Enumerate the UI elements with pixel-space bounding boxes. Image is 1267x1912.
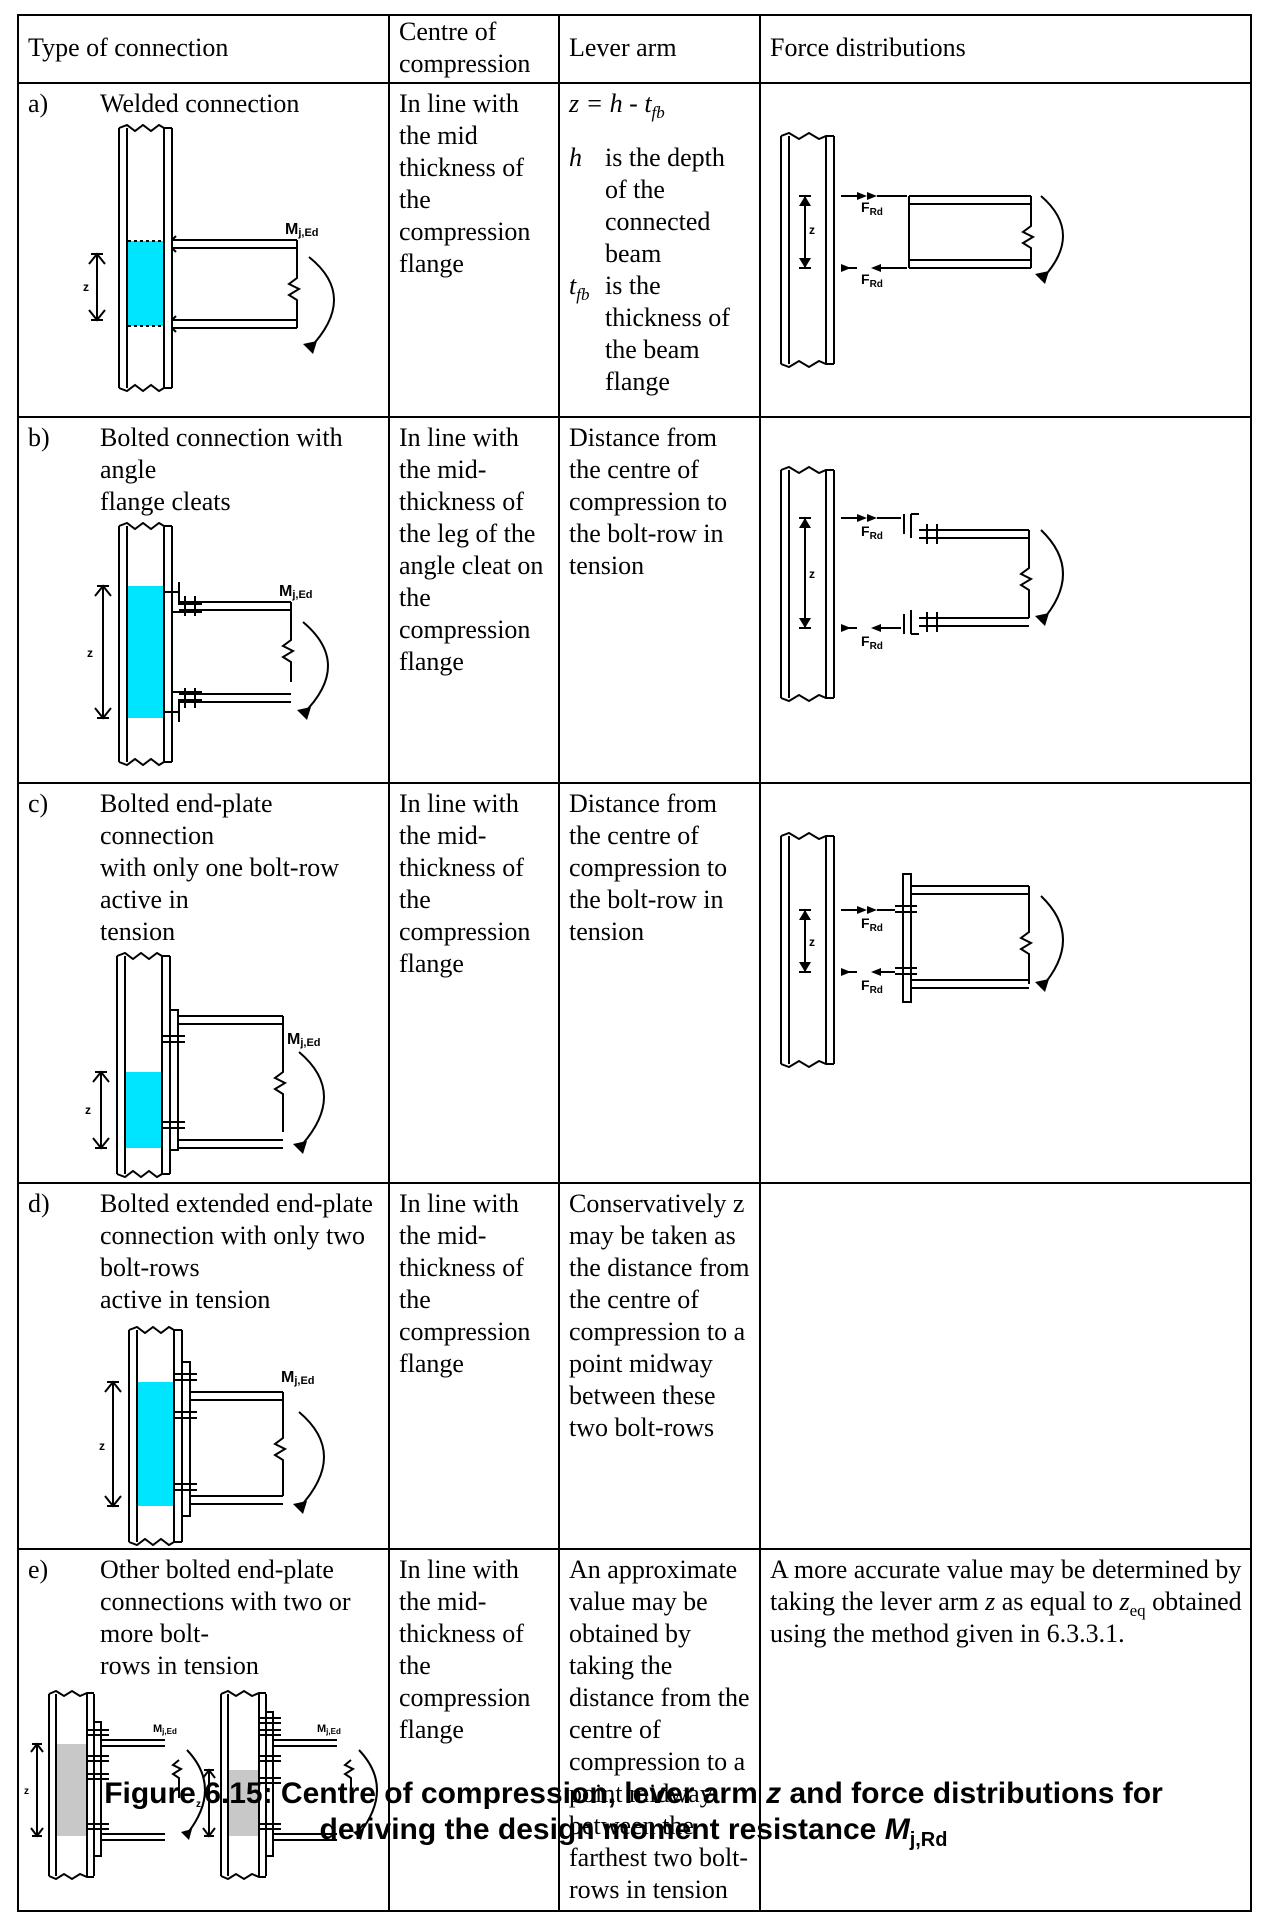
connection-table: Type of connection Centre of compression…	[17, 14, 1252, 1912]
end-plate-diagram: z Mj,Ed	[85, 952, 325, 1179]
moment-label: Mj,Ed	[281, 1369, 315, 1387]
force-note: A more accurate value may be determined …	[770, 1555, 1242, 1648]
cell-force-d	[759, 1182, 1252, 1550]
compression-zone	[138, 1382, 173, 1506]
compression-zone	[126, 1072, 161, 1148]
force-distribution-c: z FRd FRd	[780, 831, 1064, 1069]
force-distribution-a: z FRd FRd	[780, 131, 1064, 369]
force-label-bottom: FRd	[861, 977, 883, 996]
welded-connection-diagram: z Mj,Ed	[83, 124, 335, 393]
header-row: Type of connection Centre of compression…	[17, 14, 1252, 84]
z-label: z	[24, 1786, 29, 1797]
cell-force-c: z FRd FRd	[759, 782, 1252, 1184]
z-label: z	[809, 567, 815, 581]
row-letter: d)	[28, 1189, 50, 1218]
header-type: Type of connection	[17, 14, 390, 84]
header-force: Force distributions	[759, 14, 1252, 84]
z-label: z	[809, 935, 815, 949]
row-letter: e)	[28, 1555, 49, 1584]
cell-centre-c: In line with the mid-thickness of the co…	[388, 782, 560, 1184]
force-label-top: FRd	[861, 915, 883, 934]
caption-line-2: deriving the design moment resistance Mj…	[319, 1813, 948, 1851]
moment-label: Mj,Ed	[285, 221, 319, 239]
row-a-welded: a) Welded connection	[17, 82, 1252, 418]
force-label-top: FRd	[861, 199, 883, 218]
cell-centre-a: In line with the mid thickness of the co…	[388, 82, 560, 418]
compression-zone	[128, 241, 163, 326]
moment-label: Mj,Ed	[279, 583, 313, 601]
force-label-bottom: FRd	[861, 633, 883, 652]
cell-lever-c: Distance from the centre of compression …	[558, 782, 761, 1184]
cell-type-a: a) Welded connection	[17, 82, 390, 418]
row-letter: a)	[28, 89, 49, 118]
cell-lever-d: Conservatively z may be taken as the dis…	[558, 1182, 761, 1550]
cell-lever-b: Distance from the centre of compression …	[558, 416, 761, 784]
figure-caption: Figure 6.15: Centre of compression, leve…	[0, 1776, 1267, 1851]
row-letter: b)	[28, 423, 50, 452]
cell-centre-b: In line with the mid-thickness of the le…	[388, 416, 560, 784]
z-label: z	[85, 1103, 91, 1117]
z-label: z	[196, 1799, 201, 1810]
header-centre: Centre of compression	[388, 14, 560, 84]
cell-lever-e: An approximate value may be obtained by …	[558, 1548, 761, 1912]
row-letter: c)	[28, 789, 49, 818]
compression-zone	[229, 1770, 258, 1836]
force-distribution-b: z FRd FRd	[780, 465, 1064, 703]
header-lever: Lever arm	[558, 14, 761, 84]
extended-end-plate-diagram: z Mj,Ed	[99, 1325, 325, 1547]
moment-label: Mj,Ed	[317, 1723, 341, 1736]
z-label: z	[87, 646, 93, 660]
z-label: z	[83, 280, 89, 294]
cell-centre-e: In line with the mid-thickness of the co…	[388, 1548, 560, 1912]
z-label: z	[809, 223, 815, 237]
lever-formula: z = h - tfb	[569, 89, 665, 123]
moment-label: Mj,Ed	[153, 1723, 177, 1736]
cell-centre-d: In line with the mid-thickness of the co…	[388, 1182, 560, 1550]
cell-force-a: z FRd FRd	[759, 82, 1252, 418]
cell-force-b: z FRd FRd	[759, 416, 1252, 784]
cell-force-e: A more accurate value may be determined …	[759, 1548, 1252, 1912]
force-label-top: FRd	[861, 523, 883, 542]
angle-cleat-diagram: z Mj,Ed	[87, 522, 329, 767]
row-title: Welded connection	[100, 89, 300, 118]
force-label-bottom: FRd	[861, 271, 883, 290]
z-label: z	[99, 1439, 105, 1453]
compression-zone	[128, 586, 163, 718]
moment-label: Mj,Ed	[287, 1031, 321, 1049]
compression-zone	[57, 1744, 86, 1836]
caption-line-1: Figure 6.15: Centre of compression, leve…	[104, 1777, 1163, 1810]
